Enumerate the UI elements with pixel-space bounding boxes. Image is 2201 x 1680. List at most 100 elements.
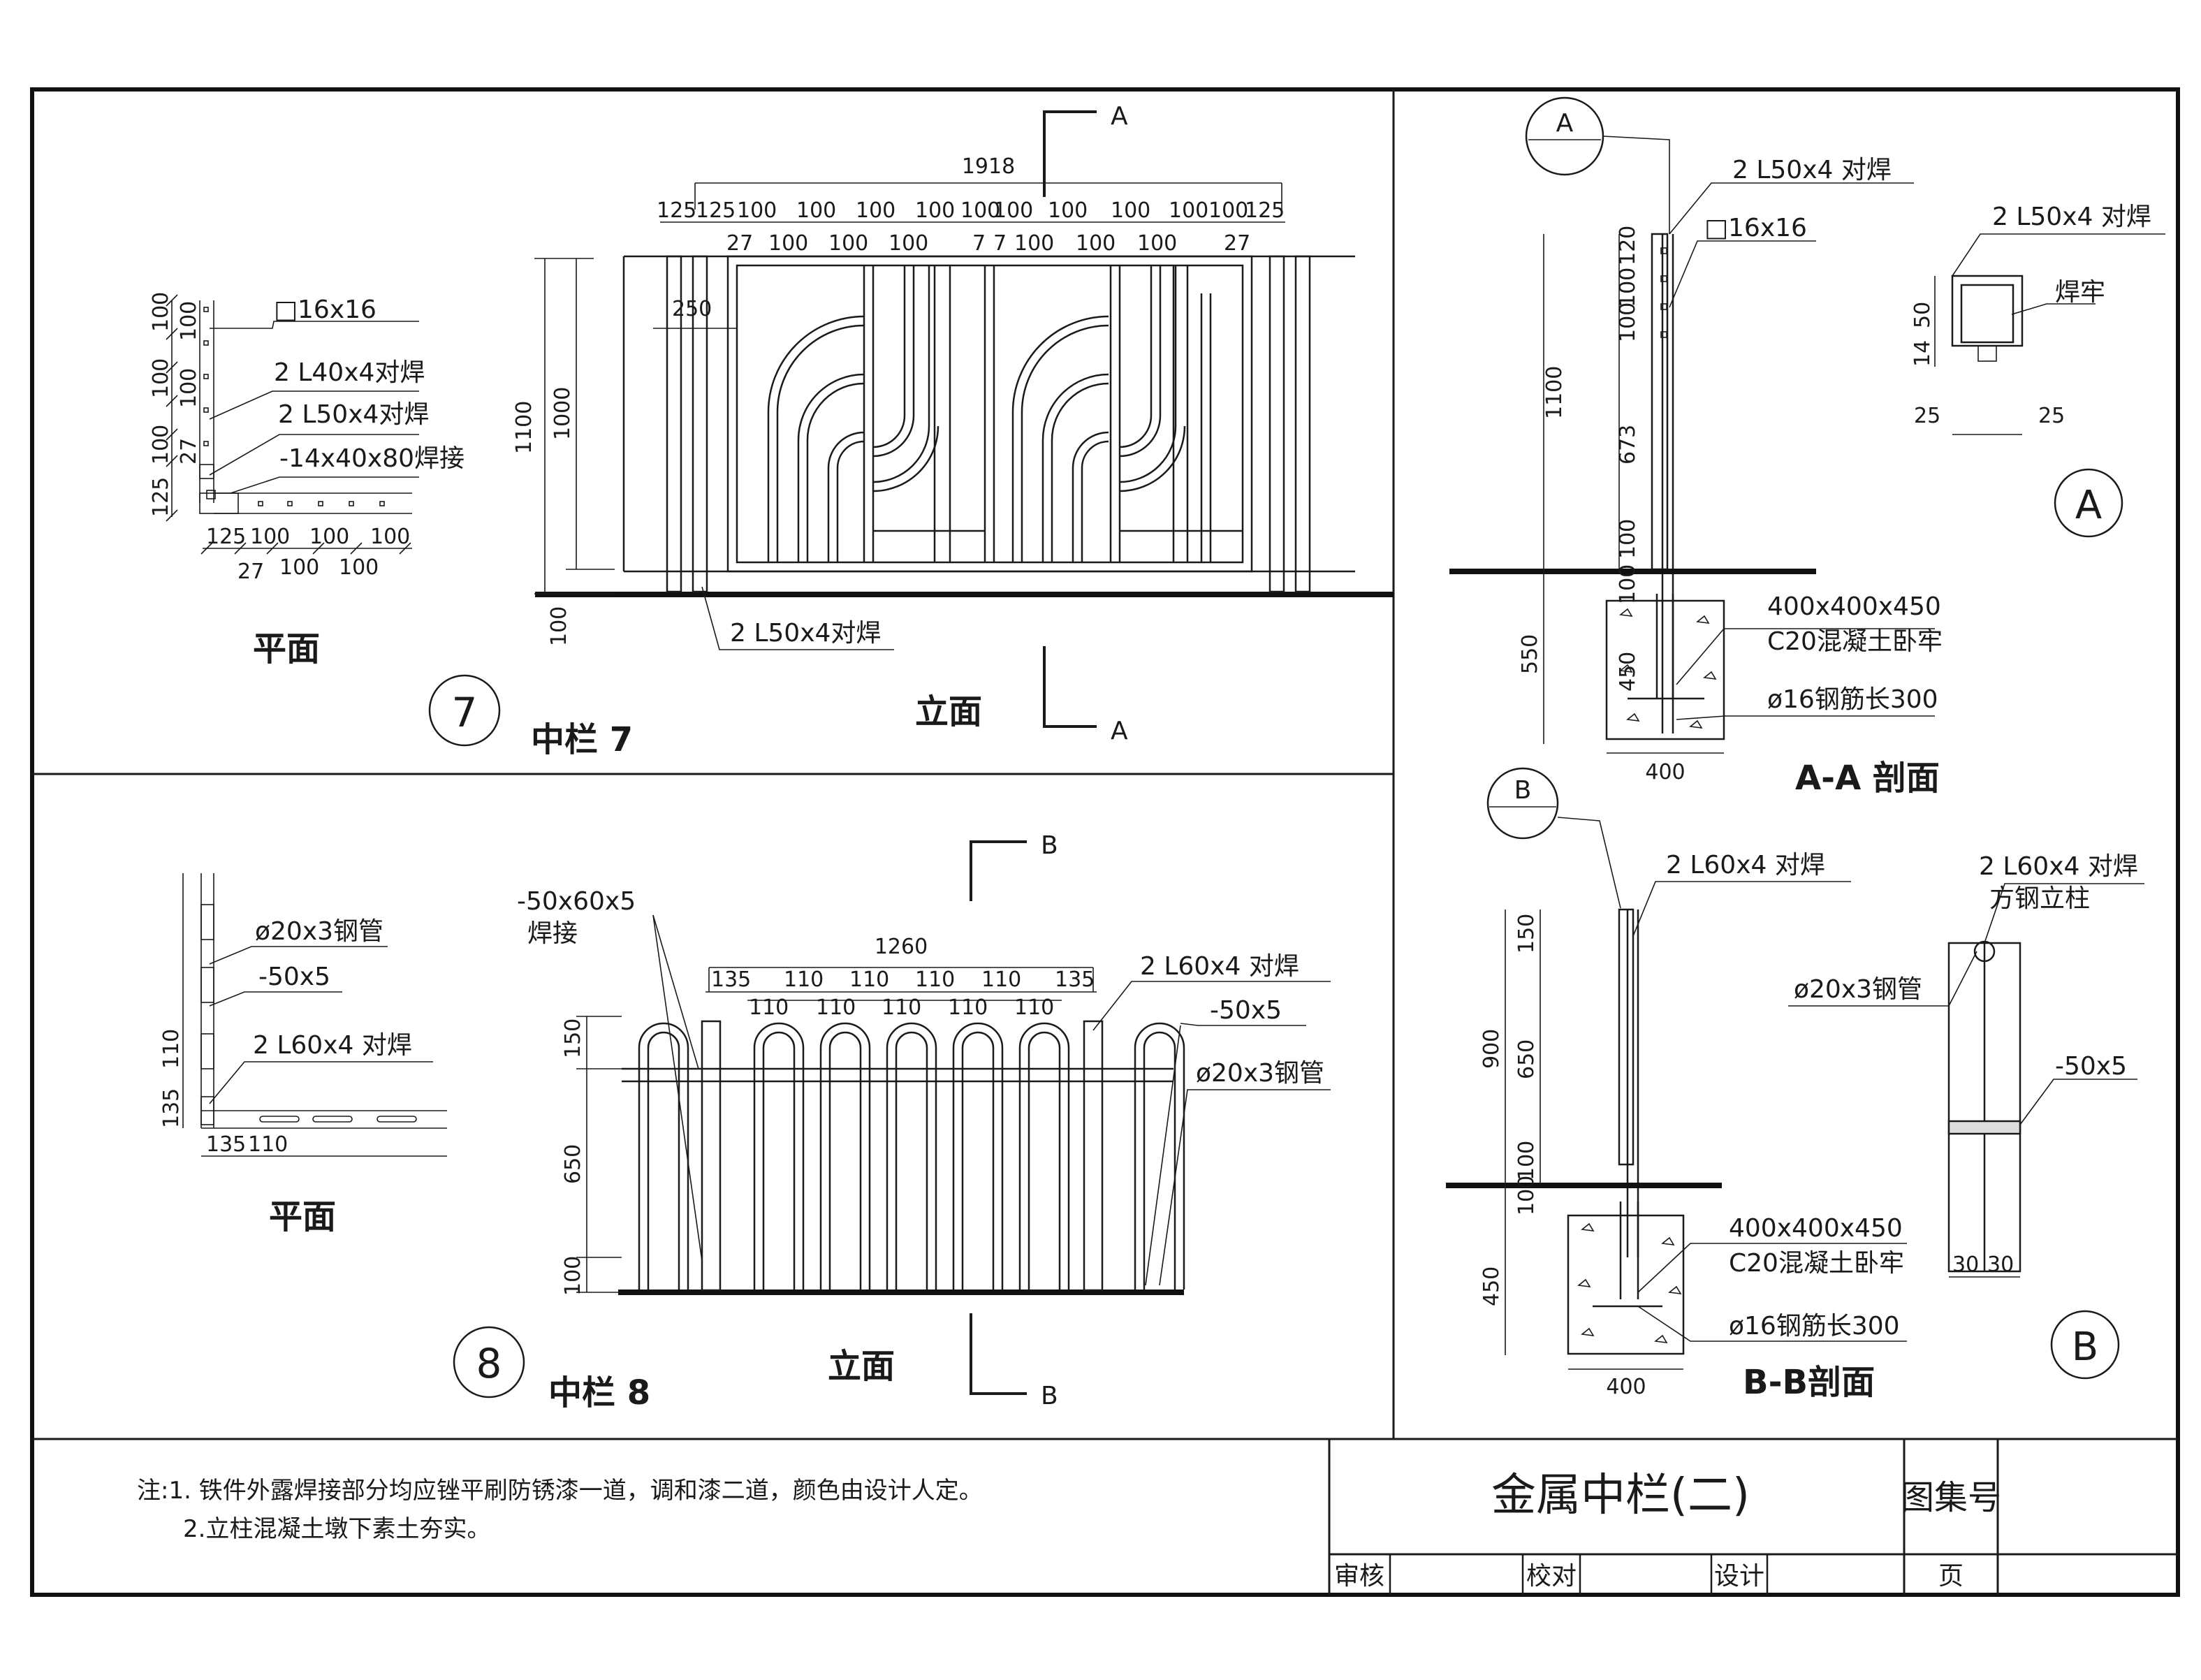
r7e-h-total: 1100 bbox=[512, 401, 536, 454]
r8e-t5: 135 bbox=[1055, 967, 1095, 992]
r7e-h-base: 100 bbox=[547, 606, 571, 646]
rail7-number: 7 bbox=[452, 689, 478, 736]
secA-footing-3: ø16钢筋长300 bbox=[1767, 685, 1938, 714]
secB-callout-1: 2 L60x4 对焊 bbox=[1666, 851, 1825, 879]
check-label: 校对 bbox=[1526, 1562, 1577, 1591]
r7p-d7: 27 bbox=[177, 438, 201, 465]
r8e-s0: 110 bbox=[749, 995, 789, 1020]
r8p-b2: 110 bbox=[248, 1132, 288, 1157]
r7e-t6: 100 bbox=[960, 198, 1000, 223]
secB-total-2: 450 bbox=[1479, 1266, 1504, 1306]
secA-v5: 100 bbox=[1616, 564, 1640, 604]
secB-detail-callout-3: ø20x3钢管 bbox=[1794, 975, 1922, 1004]
secB-detail-callout-1: 2 L60x4 对焊 bbox=[1979, 852, 2138, 881]
r8p-b1: 135 bbox=[206, 1132, 246, 1157]
secA-detail-d3: 25 bbox=[1914, 404, 1940, 428]
r7e-total: 1918 bbox=[962, 154, 1015, 179]
rail7-elev-title: 立面 bbox=[915, 692, 982, 731]
drawing-title: 金属中栏(二) bbox=[1491, 1470, 1750, 1521]
rail7-name: 中栏 7 bbox=[531, 720, 633, 759]
r8e-t0: 135 bbox=[711, 967, 751, 992]
r7e-t11: 100 bbox=[1208, 198, 1248, 223]
r8e-h1: 150 bbox=[561, 1018, 585, 1058]
r7e-t1: 125 bbox=[696, 198, 736, 223]
r7p-d6: 100 bbox=[177, 368, 201, 408]
r8e-s4: 110 bbox=[1014, 995, 1054, 1020]
secB-detail-callout-4: -50x5 bbox=[2055, 1052, 2127, 1081]
r7e-s5: 7 bbox=[993, 231, 1007, 256]
rail8-number-circle bbox=[453, 1326, 525, 1398]
r7e-s3: 100 bbox=[889, 231, 928, 256]
r7e-s8: 100 bbox=[1137, 231, 1177, 256]
secA-v6: 450 bbox=[1616, 652, 1640, 692]
r7e-s4: 7 bbox=[972, 231, 986, 256]
r7p-b2: 100 bbox=[250, 525, 290, 549]
r8e-h3: 100 bbox=[561, 1256, 585, 1296]
secA-v2: 100 bbox=[1616, 302, 1640, 342]
r7e-t7: 100 bbox=[993, 198, 1033, 223]
r7p-d4: 125 bbox=[149, 477, 173, 517]
review-label: 审核 bbox=[1334, 1562, 1384, 1591]
secA-detail-mark: A bbox=[2075, 483, 2102, 528]
secB-footing-1: 400x400x450 bbox=[1729, 1214, 1903, 1243]
rail8-elevation: 1260 135 110 110 110 110 135 110 110 110… bbox=[517, 831, 1331, 1410]
secA-v1: 100 bbox=[1616, 268, 1640, 307]
r7e-post: 250 bbox=[672, 297, 712, 321]
r7e-section-bot: A bbox=[1111, 717, 1128, 745]
r8e-callout-l1: -50x60x5 bbox=[517, 887, 636, 916]
r8e-h2: 650 bbox=[561, 1144, 585, 1184]
r8e-t1: 110 bbox=[784, 967, 824, 992]
secB-footing-2: C20混凝土卧牢 bbox=[1729, 1249, 1904, 1278]
secA-v3: 673 bbox=[1616, 425, 1640, 465]
r7e-section-top: A bbox=[1111, 102, 1128, 131]
r7p-d3: 100 bbox=[149, 425, 173, 465]
r7e-s1: 100 bbox=[768, 231, 808, 256]
r7e-t12: 125 bbox=[1245, 198, 1285, 223]
r7e-t10: 100 bbox=[1169, 198, 1208, 223]
r7e-callout: 2 L50x4对焊 bbox=[730, 619, 881, 648]
secB-mark: B bbox=[1514, 776, 1532, 805]
r7p-d1: 100 bbox=[149, 292, 173, 332]
secB-footing-3: ø16钢筋长300 bbox=[1729, 1312, 1900, 1341]
secA-detail-callout-2: 焊牢 bbox=[2055, 278, 2105, 307]
rail8-plan: 135 110 135 110 ø20x3钢管 -50x5 2 L60x4 对焊… bbox=[159, 873, 447, 1236]
r8e-total: 1260 bbox=[875, 935, 928, 959]
secB-v3: 100 bbox=[1514, 1176, 1539, 1215]
r8p-callout-2: -50x5 bbox=[258, 963, 330, 991]
rail7-plan: 100 100 100 125 100 100 27 125 100 100 1… bbox=[149, 292, 465, 669]
r8e-s2: 110 bbox=[882, 995, 921, 1020]
r8e-callout-r3: ø20x3钢管 bbox=[1196, 1059, 1324, 1088]
secA-detail-d2: 14 bbox=[1910, 340, 1935, 367]
r7p-c3: 100 bbox=[339, 555, 379, 580]
r8e-t3: 110 bbox=[915, 967, 955, 992]
secB-title: B-B剖面 bbox=[1743, 1363, 1875, 1402]
section-a: A 1100 550 120 100 100 673 100 100 bbox=[1449, 96, 2165, 798]
r7e-s2: 100 bbox=[828, 231, 868, 256]
r7e-t8: 100 bbox=[1048, 198, 1088, 223]
secA-total-1: 1100 bbox=[1542, 366, 1567, 419]
rail8-plan-title: 平面 bbox=[269, 1197, 336, 1236]
rail8-number: 8 bbox=[476, 1340, 502, 1387]
secA-callout-2: □16x16 bbox=[1704, 214, 1807, 242]
r8e-s1: 110 bbox=[816, 995, 856, 1020]
rail7-elevation: 1918 125 125 100 100 100 100 100 100 100… bbox=[512, 102, 1394, 745]
r8p-d1: 135 bbox=[159, 1088, 184, 1128]
secA-total-2: 550 bbox=[1518, 634, 1542, 674]
secB-detail-callout-2: 方钢立柱 bbox=[1989, 884, 2090, 913]
secA-mark: A bbox=[1556, 109, 1574, 138]
secA-v0: 120 bbox=[1616, 226, 1640, 265]
r8e-callout-r1: 2 L60x4 对焊 bbox=[1140, 952, 1299, 981]
r7e-s0: 27 bbox=[726, 231, 753, 256]
secB-v1: 650 bbox=[1514, 1039, 1539, 1079]
r8e-callout-l2: 焊接 bbox=[527, 919, 578, 948]
r8e-callout-r2: -50x5 bbox=[1210, 996, 1282, 1025]
rail7-plan-title: 平面 bbox=[253, 629, 320, 669]
r7p-d5: 100 bbox=[177, 301, 201, 341]
secA-width: 400 bbox=[1645, 760, 1685, 784]
r8e-t4: 110 bbox=[981, 967, 1021, 992]
secA-detail-d4: 25 bbox=[2038, 404, 2065, 428]
r8p-callout-1: ø20x3钢管 bbox=[255, 917, 383, 946]
r7e-s6: 100 bbox=[1014, 231, 1054, 256]
r7e-t0: 125 bbox=[657, 198, 696, 223]
r7p-callout-1: □16x16 bbox=[274, 295, 376, 324]
